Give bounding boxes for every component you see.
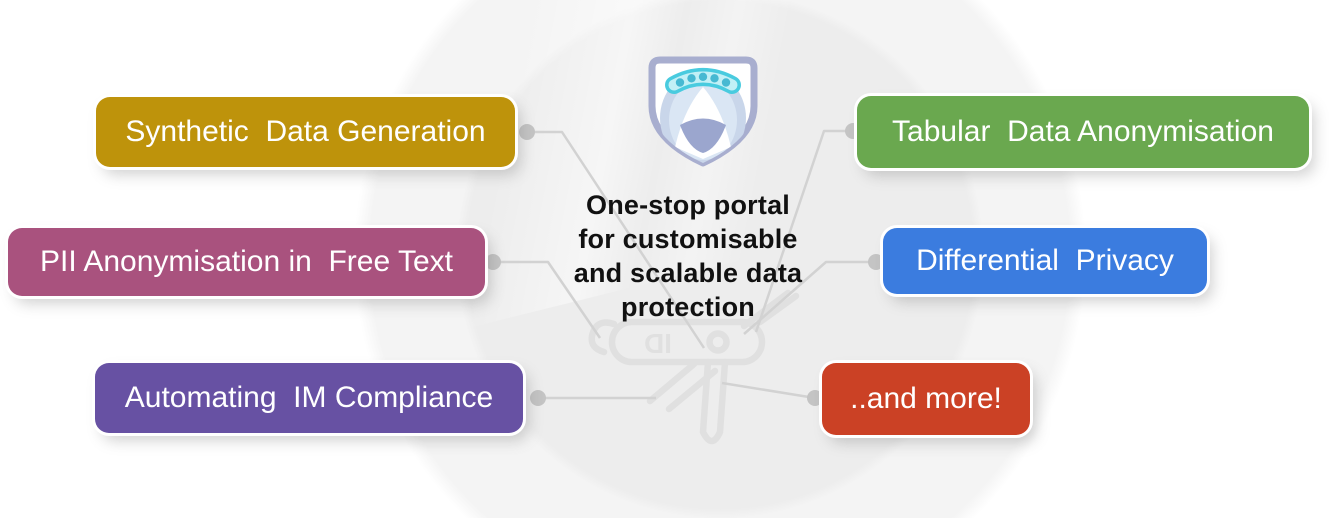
multitool-scissor-leg [646, 360, 719, 413]
multitool-rivet [706, 330, 730, 354]
connector-differential [743, 260, 876, 335]
node-label: Automating IM Compliance [124, 381, 494, 414]
multitool-blade-up [740, 289, 800, 330]
node-differential-privacy: Differential Privacy [883, 228, 1207, 294]
multitool-hook [588, 319, 618, 356]
node-automating-im-compliance: Automating IM Compliance [95, 363, 523, 433]
node-label: PII Anonymisation in Free Text [40, 245, 453, 278]
multitool-watermark: ID [588, 289, 800, 445]
connector-dot [868, 254, 884, 270]
tagline-line-3: and scalable data [573, 258, 803, 288]
connector-tabular [754, 129, 853, 333]
connector-pii [493, 260, 602, 339]
connector-dot [485, 254, 501, 270]
multitool-body [608, 318, 766, 366]
connector-dot [807, 390, 823, 406]
connector-synthetic [527, 130, 706, 349]
watermark-id-text: ID [644, 328, 672, 359]
node-label: Synthetic Data Generation [125, 115, 486, 148]
connector-dot [519, 124, 535, 140]
tagline-line-1: One-stop portal [586, 190, 790, 220]
node-tabular-data-anonymisation: Tabular Data Anonymisation [857, 96, 1309, 168]
hood-visor-chevron [680, 118, 726, 153]
multitool-blade-down [699, 358, 729, 445]
node-synthetic-data-generation: Synthetic Data Generation [96, 97, 515, 167]
node-label: ..and more! [850, 382, 1002, 415]
hooded-figure-shield-icon [648, 56, 758, 167]
visor-dots-icon [675, 72, 731, 87]
node-label: Tabular Data Anonymisation [892, 115, 1274, 148]
node-label: Differential Privacy [916, 244, 1174, 277]
connector-dot [530, 390, 546, 406]
tagline-line-4: protection [621, 292, 755, 322]
node-and-more: ..and more! [822, 363, 1030, 435]
connector-more [721, 381, 816, 400]
tagline-line-2: for customisable [578, 224, 798, 254]
node-pii-anonymisation-free-text: PII Anonymisation in Free Text [8, 228, 485, 296]
center-tagline: One-stop portal for customisable and sca… [508, 188, 868, 324]
